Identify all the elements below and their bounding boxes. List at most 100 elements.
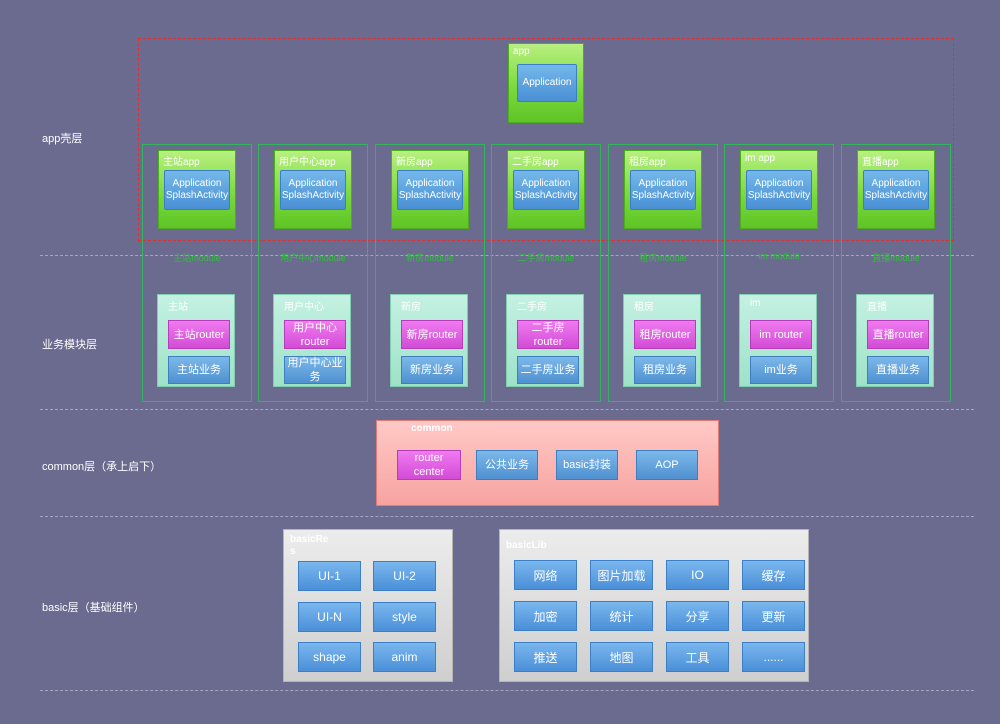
divider-common-basic xyxy=(40,516,974,517)
splash-activity-line: SplashActivity xyxy=(631,190,695,201)
sub-app-title: 新房app xyxy=(396,157,433,168)
lib-statistics-button: 统计 xyxy=(590,601,653,631)
lib-tools-button: 工具 xyxy=(666,642,729,672)
lib-update-button: 更新 xyxy=(742,601,805,631)
column-frame-new-house xyxy=(375,144,485,402)
sub-app-title: 二手房app xyxy=(512,157,559,168)
application-line: Application xyxy=(288,178,338,189)
layer-label-app-shell: app壳层 xyxy=(42,133,83,145)
lib-push-button: 推送 xyxy=(514,642,577,672)
column-frame-im xyxy=(724,144,834,402)
router-button: 主站router xyxy=(168,320,230,349)
business-title: 新房 xyxy=(401,302,421,313)
sub-app-title: 租房app xyxy=(629,157,666,168)
router-button: 用户中心router xyxy=(284,320,346,349)
router-button: 二手房router xyxy=(517,320,579,349)
application-line: Application xyxy=(172,178,222,189)
application-line: Application xyxy=(638,178,688,189)
router-button: im router xyxy=(750,320,812,349)
splash-activity-line: SplashActivity xyxy=(398,190,462,201)
router-button: 直播router xyxy=(867,320,929,349)
module-tag-user-center: 用户中心module xyxy=(280,253,346,263)
lib-network-button: 网络 xyxy=(514,560,577,590)
splash-activity-line: SplashActivity xyxy=(514,190,578,201)
splash-activity-line: SplashActivity xyxy=(747,190,811,201)
layer-label-common: common层（承上启下） xyxy=(42,461,162,473)
lib-image-loading-button: 图片加载 xyxy=(590,560,653,590)
sub-app-title: 直播app xyxy=(862,157,899,168)
lib-cache-button: 缓存 xyxy=(742,560,805,590)
module-tag-im: im module xyxy=(758,251,800,261)
business-box-main: 主站主站router 主站业务 xyxy=(157,294,235,387)
business-button: 直播业务 xyxy=(867,356,929,384)
column-frame-main xyxy=(142,144,252,402)
lib-more-button: ...... xyxy=(742,642,805,672)
module-tag-rent: 租房module xyxy=(639,253,687,263)
divider-bottom xyxy=(40,690,974,691)
column-frame-second-hand xyxy=(491,144,601,402)
sub-app-title: 主站app xyxy=(163,157,200,168)
shape-button: shape xyxy=(298,642,361,672)
sub-app-title: im app xyxy=(745,153,776,164)
business-button: 主站业务 xyxy=(168,356,230,384)
splash-activity-line: SplashActivity xyxy=(864,190,928,201)
module-tag-new-house: 新房module xyxy=(406,253,454,263)
app-box-title: app xyxy=(513,46,530,57)
basic-res-title: basicRes xyxy=(290,534,329,557)
divider-app-business xyxy=(40,255,974,256)
app-box: app Application xyxy=(508,43,584,123)
application-line: Application xyxy=(871,178,921,189)
router-button: 新房router xyxy=(401,320,463,349)
application-line: Application xyxy=(521,178,571,189)
splash-activity-line: SplashActivity xyxy=(165,190,229,201)
lib-io-button: IO xyxy=(666,560,729,590)
module-tag-second-hand: 二手房module xyxy=(517,253,575,263)
business-title: 主站 xyxy=(168,302,188,313)
business-button: im业务 xyxy=(750,356,812,384)
basic-wrapper-button: basic封装 xyxy=(556,450,618,480)
sub-app-title: 用户中心app xyxy=(279,157,336,168)
aop-button: AOP xyxy=(636,450,698,480)
common-box: common router center 公共业务 basic封装 AOP xyxy=(376,420,719,506)
common-business-button: 公共业务 xyxy=(476,450,538,480)
column-frame-rent xyxy=(608,144,718,402)
ui-1-button: UI-1 xyxy=(298,561,361,591)
application-line: Application xyxy=(754,178,804,189)
style-button: style xyxy=(373,602,436,632)
application-line: Application xyxy=(405,178,455,189)
business-button: 用户中心业务 xyxy=(284,356,346,384)
business-button: 租房业务 xyxy=(634,356,696,384)
divider-business-common xyxy=(40,409,974,410)
anim-button: anim xyxy=(373,642,436,672)
basic-lib-title: basicLib xyxy=(506,540,547,551)
module-tag-live: 直播module xyxy=(872,253,920,263)
business-title: 租房 xyxy=(634,302,654,313)
column-frame-live xyxy=(841,144,951,402)
business-title: im xyxy=(750,298,761,309)
lib-map-button: 地图 xyxy=(590,642,653,672)
router-button: 租房router xyxy=(634,320,696,349)
layer-label-basic: basic层（基础组件） xyxy=(42,602,145,614)
business-title: 用户中心 xyxy=(284,302,324,313)
basic-res-box: basicRes UI-1 UI-2 UI-N style shape anim xyxy=(283,529,453,682)
ui-n-button: UI-N xyxy=(298,602,361,632)
lib-share-button: 分享 xyxy=(666,601,729,631)
app-shell-frame xyxy=(138,38,954,241)
business-button: 新房业务 xyxy=(401,356,463,384)
business-box-user-center: 用户中心用户中心router 用户中心业务 xyxy=(273,294,351,387)
